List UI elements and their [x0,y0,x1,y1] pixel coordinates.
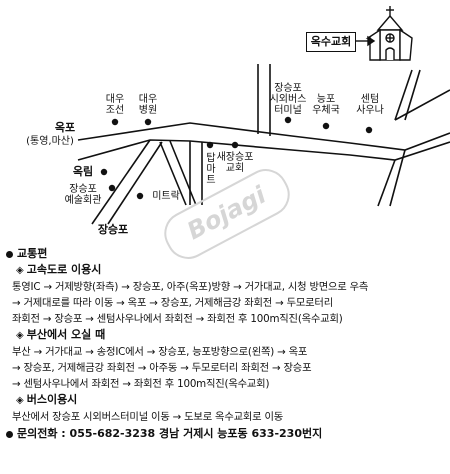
marker-okrim [100,168,108,176]
label-tap-mart: 탑 마 트 [206,153,216,186]
branch-road-west [91,139,151,225]
label-saejangseungpo-church: 새장승포 교회 [216,152,254,174]
right-road-2 [389,149,406,207]
section-heading-highway: ◈고속도로 이용시 [6,262,446,279]
contact-text: 문의전화 : 055-682-3238 경남 거제시 능포동 633-230번지 [17,427,323,440]
label-mitrak: 미트락 [152,191,180,202]
label-okpo-sub: (통영,마산) [26,136,74,147]
label-okpo: 옥포 [54,121,76,134]
diamond-icon: ◈ [16,395,24,406]
marker-terminal [284,116,292,124]
marker-arts-center [108,184,116,192]
transport-title: 교통편 [17,247,48,260]
label-okrim: 옥림 [72,165,94,178]
label-daewoo-hospital: 대우 병원 [138,94,158,116]
bullet-icon [6,250,13,258]
marker-daewoo-joseon [111,118,119,126]
marker-sauna [365,126,373,134]
label-daewoo-joseon: 대우 조선 [105,94,125,116]
section-heading-busan: ◈부산에서 오실 때 [6,327,446,344]
main-road-upper-edge [77,122,450,151]
busan-line-2: → 장승포, 거제해금강 좌회전 → 아주동 → 두모로터리 좌회전 → 장승포 [12,362,312,374]
diamond-icon: ◈ [16,330,24,341]
diamond-icon: ◈ [16,265,24,276]
highway-line-3: 좌회전 → 장승포 → 센텀사우나에서 좌회전 → 좌회전 후 100m직진(옥… [12,313,343,325]
busan-line-3: → 센텀사우나에서 좌회전 → 좌회전 후 100m직진(옥수교회) [12,378,270,390]
label-bus-terminal: 장승포 시외버스 터미널 [269,83,307,116]
section-heading-bus: ◈버스이용시 [6,392,446,409]
branch-road-west-3 [159,141,187,206]
road-connector [394,89,450,121]
marker-tap-mart [206,141,214,149]
place-markers [100,116,373,200]
church-icon [365,6,413,61]
label-arts-center: 장승포 예술회관 [64,184,102,206]
transport-info: 교통편 ◈고속도로 이용시 통영IC → 거제방향(좌측) → 장승포, 아주(… [6,246,446,442]
road-to-church-2 [404,69,421,121]
transport-title-row: 교통편 [6,246,446,262]
marker-post-office [322,122,330,130]
road-to-church [394,69,413,121]
label-post-office: 능포 우체국 [312,94,340,116]
right-road [377,159,396,207]
contact-row: 문의전화 : 055-682-3238 경남 거제시 능포동 633-230번지 [6,426,446,442]
main-road-lower-edge [77,139,450,161]
busan-line-1: 부산 → 거가대교 → 송정IC에서 → 장승포, 능포방향으로(왼쪽) → 옥… [12,346,308,358]
bullet-icon [6,430,13,438]
label-center-sauna: 센텀 사우나 [356,94,384,116]
marker-church-saejang [231,141,239,149]
location-map: 옥수교회 대우 조선 대우 병원 탑 마 트 새장승포 교회 장승포 시외버스 … [26,6,450,267]
highway-line-2: → 거제대로를 따라 이동 → 옥포 → 장승포, 거제해금강 좌회전 → 두모… [12,297,333,309]
marker-daewoo-hospital [144,118,152,126]
marker-mitrak [136,192,144,200]
roads [77,64,450,225]
branch-road-west-2 [107,141,163,225]
church-label: 옥수교회 [306,32,356,52]
road-map [77,6,450,225]
branch-road-west-4 [169,140,197,206]
church-pointer-arrow [356,35,376,47]
bus-line-1: 부산에서 장승포 시외버스터미널 이동 → 도보로 옥수교회로 이동 [12,411,284,423]
label-jangseungpo: 장승포 [97,223,129,236]
highway-line-1: 통영IC → 거제방향(좌측) → 장승포, 아주(옥포)방향 → 거가대교, … [12,281,369,293]
